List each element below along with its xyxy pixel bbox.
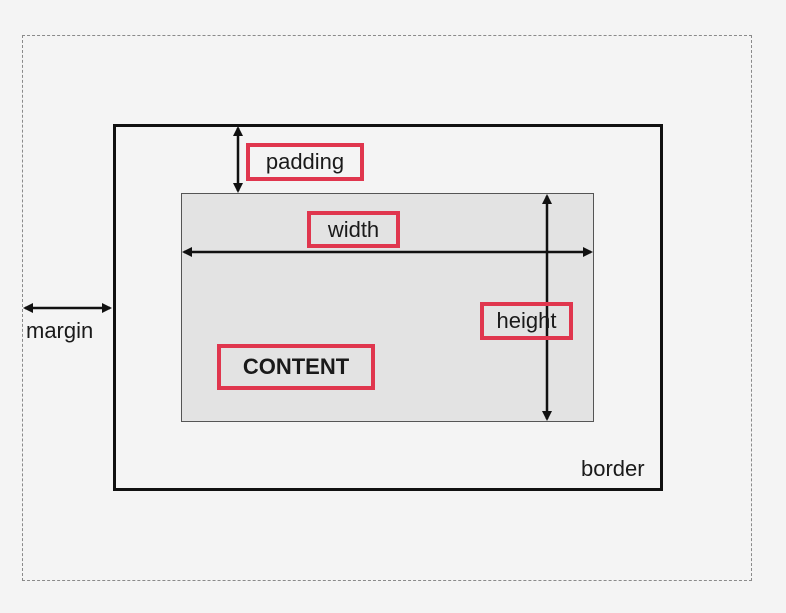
- width-label-text: width: [327, 216, 380, 242]
- padding-label: padding: [246, 143, 364, 181]
- content-label-text: CONTENT: [242, 354, 350, 379]
- border-label: border: [581, 456, 645, 481]
- height-label: height: [480, 302, 573, 340]
- width-label: width: [307, 211, 400, 248]
- content-label: CONTENT: [217, 344, 375, 390]
- content-area: [181, 193, 594, 422]
- margin-area: [22, 35, 752, 581]
- margin-label: margin: [26, 318, 94, 343]
- padding-label-text: padding: [265, 149, 345, 174]
- border-area: [113, 124, 663, 491]
- height-label-text: height: [496, 308, 557, 333]
